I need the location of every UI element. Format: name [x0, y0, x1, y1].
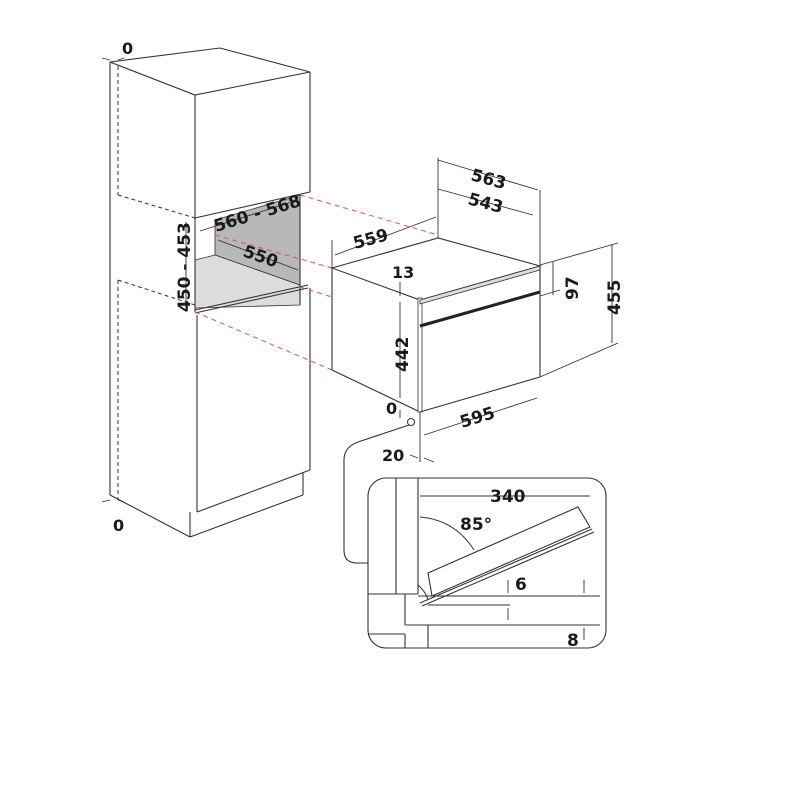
- gap-a-label: 6: [515, 575, 527, 595]
- niche-height-label: 450 - 453: [175, 222, 195, 312]
- front-depth-label: 20: [382, 446, 404, 465]
- oven-width-body-label: 543: [466, 190, 505, 219]
- bottom-offset-label: 0: [386, 399, 397, 418]
- gap-bottom-label: 0: [113, 516, 124, 535]
- door-reach-label: 340: [490, 487, 526, 507]
- oven-body-height-label: 442: [393, 337, 413, 373]
- door-detail-inset: [367, 477, 607, 649]
- oven-front: [417, 297, 423, 413]
- oven-height-total-label: 455: [605, 280, 625, 316]
- tall-cabinet: [101, 47, 311, 538]
- front-width-label: 595: [458, 403, 498, 433]
- gap-b-label: 8: [567, 631, 579, 651]
- detail-callout-marker: [407, 418, 415, 426]
- control-panel-height-label: 97: [563, 276, 583, 300]
- gap-top-label: 0: [122, 39, 133, 58]
- alignment-guides: [194, 194, 439, 371]
- oven-depth-label: 559: [351, 225, 390, 254]
- door-angle-label: 85°: [460, 515, 492, 535]
- oven: [330, 237, 543, 413]
- top-offset-label: 13: [392, 263, 414, 282]
